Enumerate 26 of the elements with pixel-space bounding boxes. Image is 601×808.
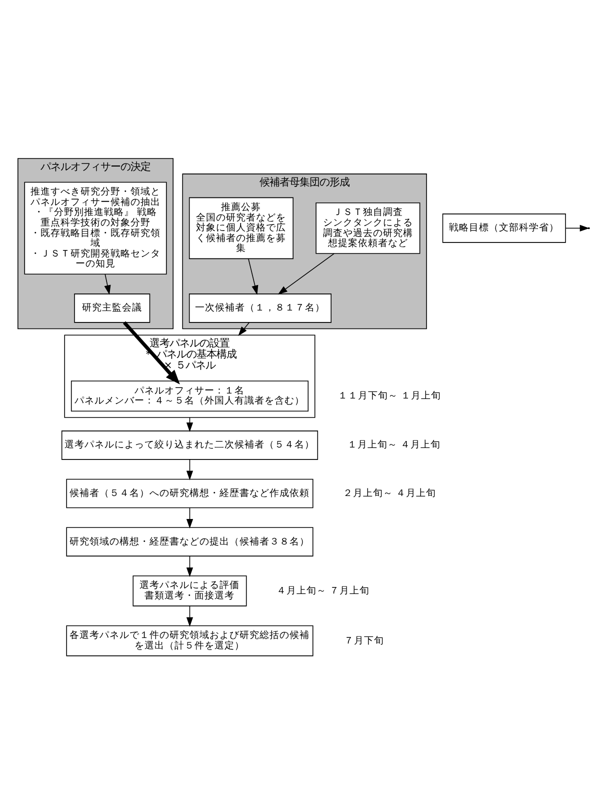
node-box: 一次候補者（１，８１７名）: [188, 294, 332, 323]
node-label: ７月下旬: [344, 635, 384, 646]
arrow: [186, 606, 194, 627]
node-box: 戦略目標（文部科学省）: [442, 214, 566, 243]
node-box: パネルオフィサー：１名 パネルメンバー：４～５名（外国人有識者を含む）: [70, 380, 309, 412]
node-box: 各選考パネルで１件の研究領域および研究総括の候補を選出（計５件を選定）: [66, 625, 314, 656]
node-box: ＪＳＴ独自調査 シンクタンクによる調査や過去の研究構想提案依頼者など: [316, 202, 420, 254]
node-box: 推薦公募 全国の研究者などを対象に個人資格で広く候補者の推薦を募集: [188, 197, 294, 260]
node-label: ４月上旬～ ７月上旬: [276, 585, 370, 596]
node-box: 推進すべき研究分野・領域とパネルオフィサー候補の抽出 ・『分野別推進戦略』 戦略重点科学技術の対象分野 ・既存戦略目標・既存研究領域 ・ＪＳＴ研究開発戦略センターの知見: [24, 182, 167, 275]
arrow: [248, 258, 258, 295]
arrow: [186, 507, 194, 529]
arrow: [238, 322, 250, 336]
arrow: [278, 253, 335, 295]
node-box: 研究主監会議: [74, 294, 150, 323]
node-label: ２月上旬～ ４月上旬: [342, 488, 436, 499]
node-box: 選考パネルによる評価 書類選考・面接選考: [132, 575, 247, 606]
arrow: [122, 321, 180, 384]
node-box: 研究領域の構想・経歴書などの提出（候補者３８名）: [66, 527, 314, 556]
node-label: １月上旬～ ４月上旬: [348, 440, 441, 451]
arrow: [186, 556, 194, 577]
node-box: 候補者（５４名）への研究構想・経歴書など作成依頼: [66, 478, 314, 508]
arrow: [104, 274, 111, 295]
arrow: [186, 459, 194, 480]
node-box: 選考パネルによって絞り込まれた二次候補者（５４名）: [61, 430, 318, 460]
node-label: １１月下旬～ １月上旬: [338, 390, 441, 402]
